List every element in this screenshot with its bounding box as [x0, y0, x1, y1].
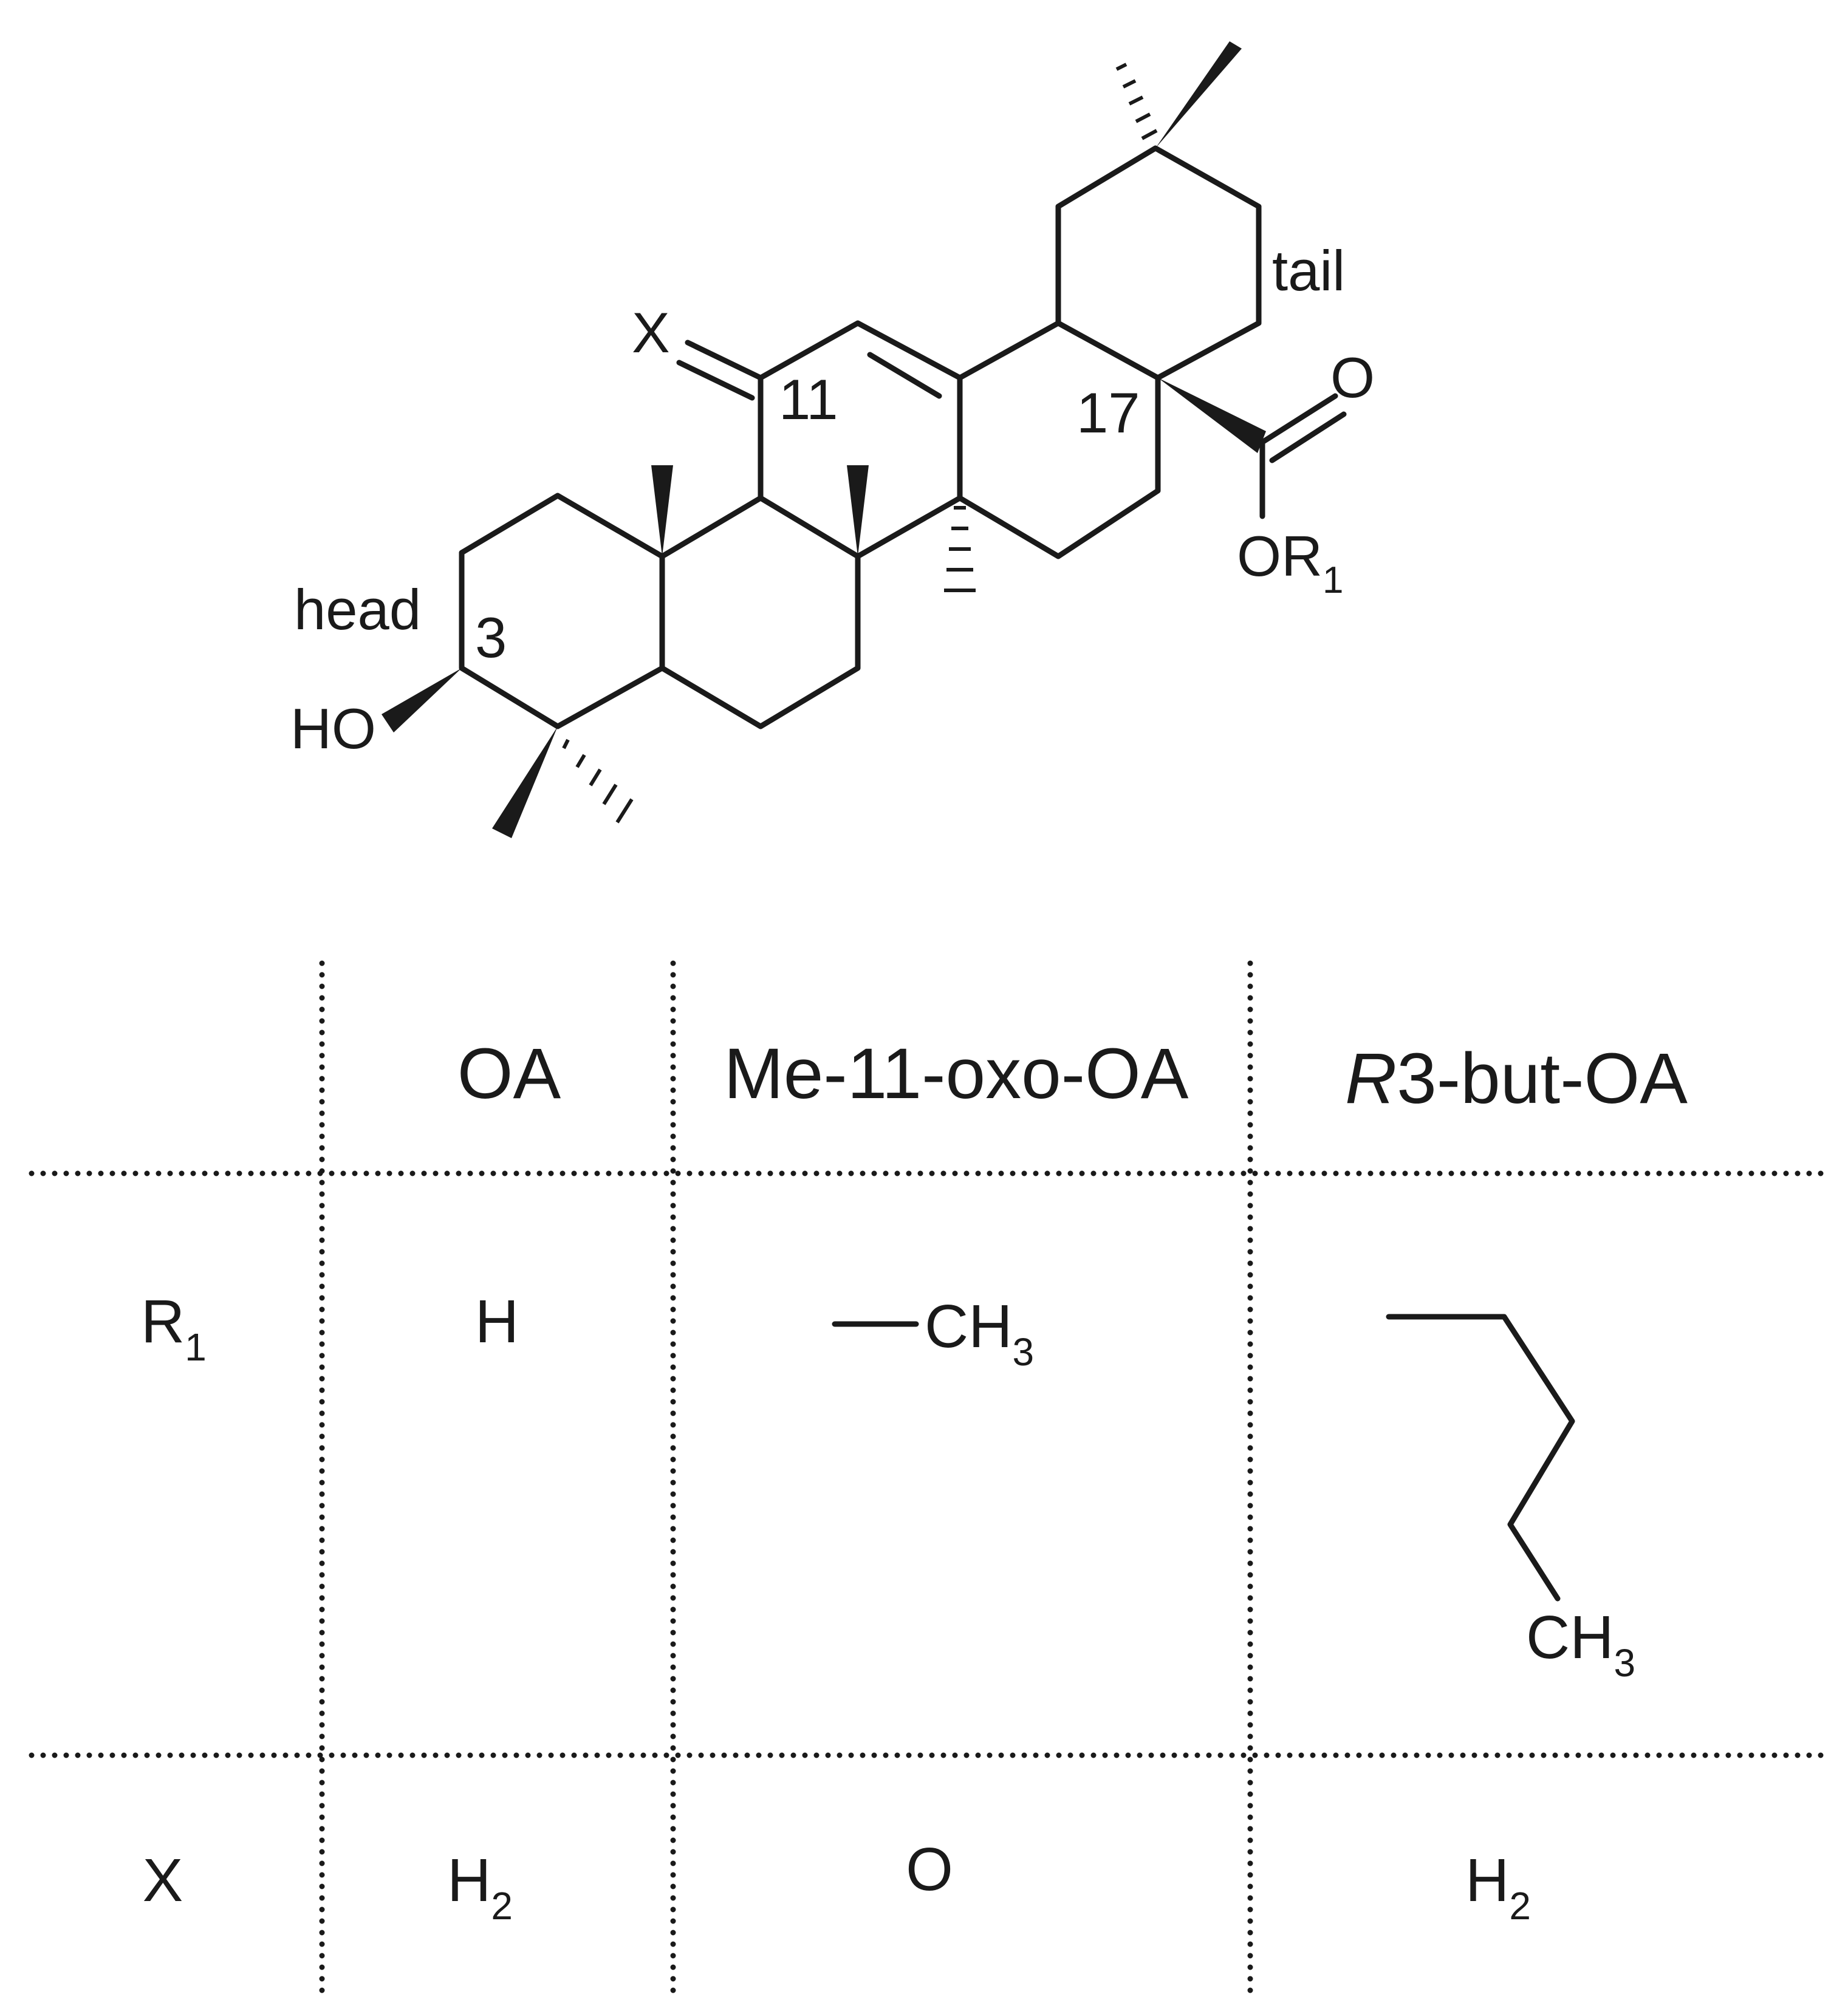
row-label-x: X	[143, 1846, 183, 1914]
column-header-r3-but-oa: R3-but-OA	[1345, 1039, 1688, 1119]
double-bond-c12-c13	[867, 352, 942, 399]
position-17-label: 17	[1076, 381, 1140, 445]
head-label: head	[294, 578, 421, 641]
ring-c	[758, 320, 963, 559]
position-3-label: 3	[475, 606, 507, 669]
table-grid	[29, 960, 1827, 2001]
svg-text:CH3: CH3	[1526, 1603, 1635, 1685]
carbonyl-oxygen-label: O	[1330, 346, 1375, 409]
substituent-x-label: X	[632, 301, 670, 364]
table-row-r1: R1 H CH3 CH3	[141, 1288, 1635, 1685]
svg-text:CH3: CH3	[925, 1292, 1034, 1374]
cell-me-11-oxo-oa-x: O	[906, 1835, 953, 1903]
methyl-c10	[651, 465, 673, 556]
column-header-oa: OA	[457, 1034, 561, 1114]
carboxyl-group	[1158, 378, 1347, 519]
row-label-r1: R1	[141, 1288, 207, 1369]
methyl-c8	[847, 465, 869, 556]
cell-r3-but-oa-r1: CH3	[1386, 1314, 1635, 1685]
ring-d	[957, 320, 1161, 559]
cell-me-11-oxo-oa-r1: CH3	[832, 1292, 1034, 1374]
table-row-x: X H2 O H2	[143, 1835, 1531, 1928]
ester-oxygen-label: OR1	[1237, 524, 1343, 601]
methyl-c14	[944, 506, 976, 592]
hydroxyl-wedge	[382, 668, 462, 732]
hydroxyl-label: HO	[290, 697, 376, 760]
gem-dimethyl-ring-e	[1115, 41, 1242, 148]
ring-b	[659, 495, 861, 729]
column-header-me-11-oxo-oa: Me-11-oxo-OA	[724, 1034, 1188, 1114]
table-header: OA Me-11-oxo-OA R3-but-OA	[457, 1034, 1688, 1119]
ring-e	[1055, 145, 1262, 381]
position-11-label: 11	[779, 367, 838, 431]
triterpenoid-skeleton	[382, 41, 1347, 838]
methyl-c4-wedge	[492, 726, 558, 838]
butyl-chain	[1386, 1314, 1575, 1602]
cell-oa-r1: H	[475, 1288, 519, 1356]
cell-oa-x: H2	[447, 1846, 513, 1928]
cell-r3-but-oa-x: H2	[1465, 1846, 1531, 1928]
tail-label: tail	[1272, 239, 1345, 302]
methyl-c4-hash	[562, 739, 634, 824]
structure-labels: X 11 17 3 head tail O OR1 HO	[290, 239, 1375, 760]
c11-x-bond	[685, 340, 764, 381]
